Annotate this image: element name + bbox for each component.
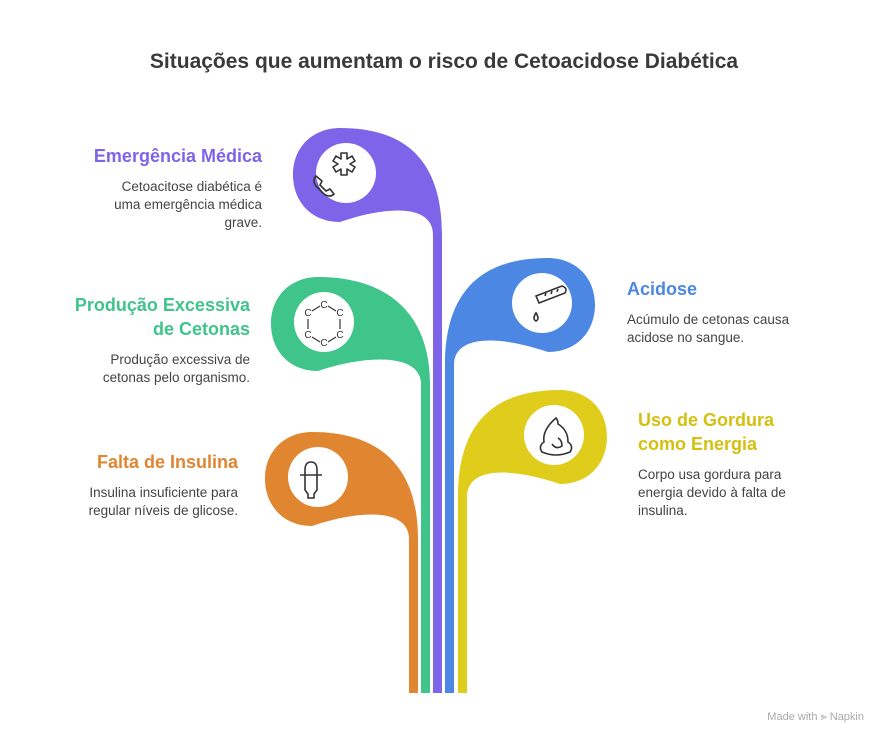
branch-acidose <box>445 258 595 693</box>
branch-cetonas <box>271 277 430 693</box>
icon-circle-emergencia <box>316 143 376 203</box>
svg-text:C: C <box>304 330 311 341</box>
svg-text:C: C <box>336 330 343 341</box>
item-title: Acidose <box>627 279 698 299</box>
branch-gordura <box>458 390 607 693</box>
insulin-pen-icon <box>300 461 322 499</box>
item-title: Emergência Médica <box>93 146 262 166</box>
flame-icon <box>539 416 573 456</box>
icon-circle-acidose <box>512 273 572 333</box>
napkin-watermark: Made with ⪢ Napkin <box>767 711 864 723</box>
item-description: Acúmulo de cetonas causa acidose no sang… <box>627 312 790 345</box>
item-acidose: Acidose Acúmulo de cetonas causa acidose… <box>627 277 847 347</box>
item-emergencia: Emergência Médica Cetoacitose diabética … <box>42 144 262 232</box>
item-description: Insulina insuficiente para regular nívei… <box>88 485 238 518</box>
svg-text:C: C <box>304 308 311 319</box>
page-title: Situações que aumentam o risco de Cetoac… <box>149 50 739 73</box>
item-insulina: Falta de Insulina Insulina insuficiente … <box>18 450 238 520</box>
item-description: Produção excessiva de cetonas pelo organ… <box>102 352 250 385</box>
svg-text:C: C <box>320 300 327 311</box>
item-title: Falta de Insulina <box>96 452 238 472</box>
phone-medical-icon <box>313 152 356 197</box>
item-description: Corpo usa gordura para energia devido à … <box>638 467 786 518</box>
test-tube-drop-icon <box>533 285 567 322</box>
item-gordura: Uso de Gordura como Energia Corpo usa go… <box>638 408 858 520</box>
item-cetonas: Produção Excessiva de Cetonas Produção e… <box>30 293 250 387</box>
svg-text:C: C <box>320 338 327 349</box>
icon-circle-cetonas <box>294 292 354 352</box>
svg-text:C: C <box>336 308 343 319</box>
branch-emergencia <box>293 128 442 693</box>
icon-circle-gordura <box>524 405 584 465</box>
item-title: Uso de Gordura como Energia <box>638 410 775 454</box>
item-title: Produção Excessiva de Cetonas <box>74 295 250 339</box>
item-description: Cetoacitose diabética é uma emergência m… <box>114 179 262 230</box>
icon-circle-insulina <box>288 447 348 507</box>
